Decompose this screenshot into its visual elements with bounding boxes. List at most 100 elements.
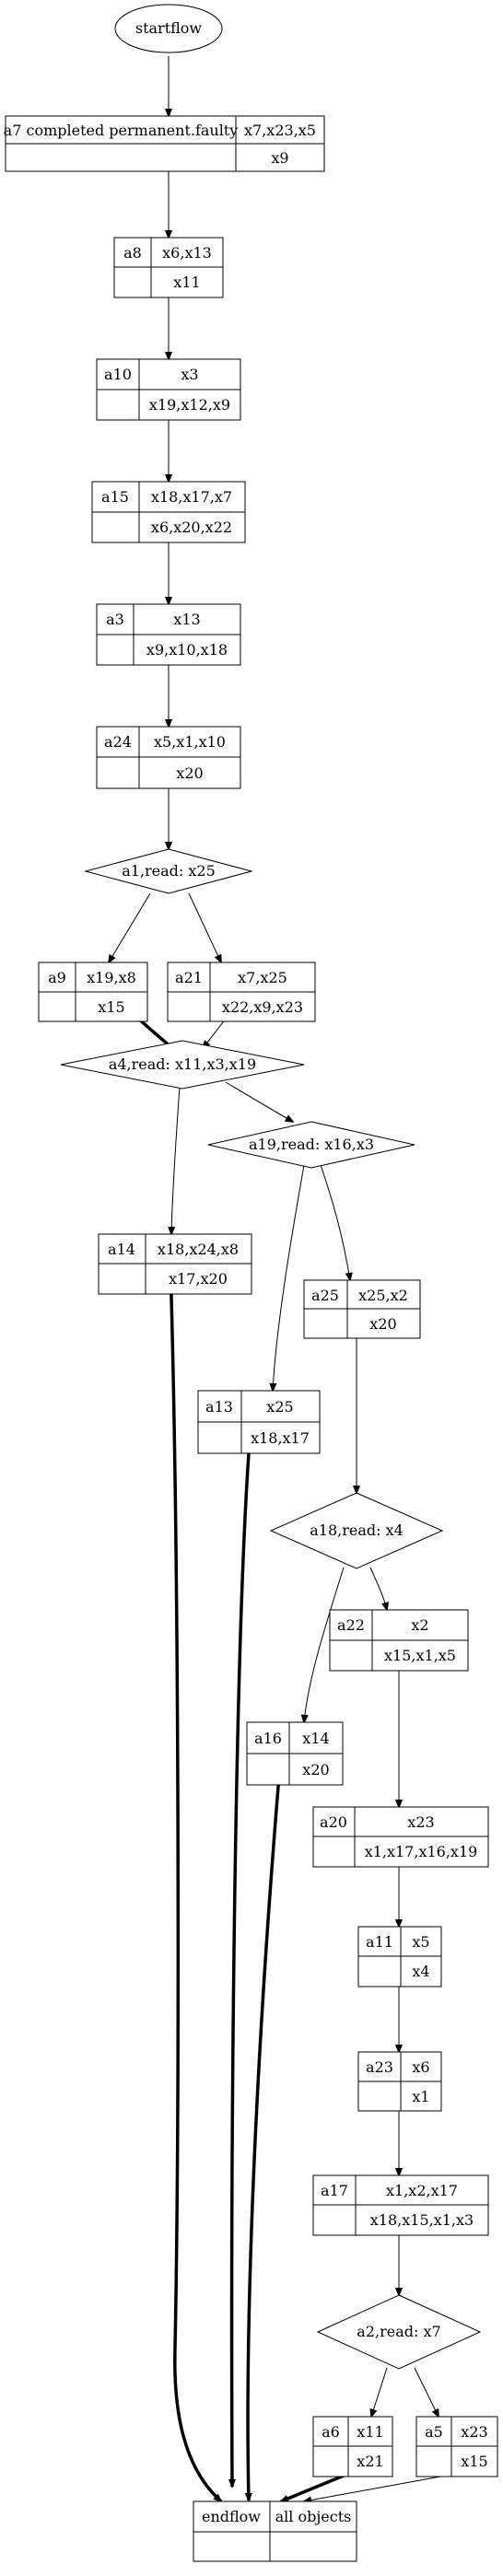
node-a11-read: x4: [412, 1963, 429, 1980]
node-a3: a3 x13 x9,x10,x18: [96, 603, 241, 666]
node-a16-write: x14: [302, 1730, 329, 1747]
node-a24-id: a24: [104, 733, 132, 751]
decision-a18: a18,read: x4: [269, 1492, 444, 1569]
node-a24-read: x20: [176, 764, 203, 782]
node-a14-write: x18,x24,x8: [158, 1241, 239, 1258]
node-a10-write: x3: [181, 366, 198, 383]
edge-a6-end: [281, 2472, 349, 2503]
start-ellipse: [114, 4, 223, 53]
node-a25-read: x20: [369, 1315, 396, 1333]
edge-a1-a21: [188, 892, 221, 962]
edge-a14-end: [169, 1265, 221, 2501]
node-a7-id: a7 completed permanent.faulty: [4, 122, 239, 139]
node-a16-id: a16: [254, 1730, 282, 1747]
node-a5: a5 x23 x15: [415, 2416, 498, 2477]
node-a8-id: a8: [123, 244, 142, 262]
decision-a19: a19,read: x16,x3: [207, 1121, 415, 1169]
edge-a13-end: [232, 1452, 251, 2487]
node-a15-id: a15: [101, 488, 129, 506]
node-a22: a22 x2 x15,x1,x5: [329, 1609, 469, 1672]
node-a3-read: x9,x10,x18: [146, 641, 228, 659]
node-a20: a20 x23 x1,x17,x16,x19: [312, 1806, 489, 1868]
node-a8-write: x6,x13: [162, 244, 212, 262]
edge-a19-a25: [320, 1164, 350, 1280]
node-a17-read: x18,x15,x1,x3: [370, 2211, 474, 2229]
node-a24: a24 x5,x1,x10 x20: [96, 726, 241, 789]
decision-a4-label: a4,read: x11,x3,x19: [109, 1055, 256, 1073]
edge-a16-end: [248, 1753, 283, 2500]
node-a20-write: x23: [407, 1813, 434, 1831]
node-a17: a17 x1,x2,x17 x18,x15,x1,x3: [312, 2174, 489, 2236]
node-a8: a8 x6,x13 x11: [113, 237, 224, 298]
node-a9-id: a9: [48, 969, 66, 986]
node-a13-id: a13: [205, 1398, 233, 1416]
end-node: endflow all objects: [193, 2500, 357, 2562]
node-a8-read: x11: [173, 274, 200, 291]
node-a7-write: x7,x23,x5: [244, 122, 316, 139]
edge-a2-a5: [414, 2367, 439, 2417]
node-a11: a11 x5 x4: [357, 1926, 442, 1987]
edge-a5-end: [304, 2476, 441, 2501]
node-a21: a21 x7,x25 x22,x9,x23: [167, 962, 316, 1022]
node-a23-read: x1: [412, 2088, 429, 2105]
edge-a18-a22: [369, 1567, 387, 1610]
node-a15-read: x6,x20,x22: [151, 519, 232, 536]
node-a5-write: x23: [461, 2423, 487, 2441]
node-a14-read: x17,x20: [169, 1270, 228, 1288]
edges: [104, 56, 441, 2503]
node-a13-read: x18,x17: [251, 1429, 310, 1447]
decision-a18-label: a18,read: x4: [310, 1521, 404, 1539]
decision-a19-label: a19,read: x16,x3: [249, 1136, 374, 1153]
node-a6: a6 x11 x21: [312, 2416, 393, 2477]
node-a22-read: x15,x1,x5: [384, 1647, 456, 1664]
node-a15-write: x18,x17,x7: [151, 488, 232, 506]
decision-a1: a1,read: x25: [84, 848, 253, 894]
node-a17-write: x1,x2,x17: [386, 2182, 458, 2199]
decision-a2-label: a2,read: x7: [357, 2323, 440, 2340]
node-a17-id: a17: [321, 2182, 348, 2199]
decision-a2: a2,read: x7: [316, 2294, 482, 2370]
node-a3-write: x13: [173, 611, 200, 628]
node-a14-id: a14: [108, 1241, 135, 1258]
node-a21-write: x7,x25: [238, 969, 287, 986]
node-a9: a9 x19,x8 x15: [38, 962, 148, 1022]
node-a24-write: x5,x1,x10: [154, 733, 226, 751]
node-a20-id: a20: [320, 1813, 347, 1831]
node-a6-write: x11: [357, 2423, 383, 2441]
node-a22-write: x2: [411, 1616, 428, 1634]
node-a10-read: x19,x12,x9: [149, 396, 230, 414]
node-a25-write: x25,x2: [358, 1287, 408, 1304]
node-a6-read: x21: [357, 2453, 383, 2470]
node-a5-read: x15: [461, 2453, 487, 2470]
end-objects: all objects: [275, 2508, 352, 2525]
decision-a1-label: a1,read: x25: [122, 862, 216, 880]
node-a25: a25 x25,x2 x20: [303, 1279, 421, 1339]
node-a5-id: a5: [425, 2423, 443, 2441]
node-a21-read: x22,x9,x23: [222, 998, 303, 1016]
start-label: startflow: [135, 19, 203, 37]
node-a11-id: a11: [366, 1933, 393, 1951]
end-label: endflow: [202, 2508, 261, 2525]
edge-a4-a19: [225, 1081, 293, 1122]
node-a23: a23 x6 x1: [357, 2051, 442, 2112]
node-a3-id: a3: [106, 611, 124, 628]
node-a10-id: a10: [104, 366, 132, 383]
node-a9-write: x19,x8: [87, 969, 136, 986]
node-a7: a7 completed permanent.faulty x7,x23,x5 …: [4, 115, 325, 172]
node-a9-read: x15: [98, 998, 124, 1016]
node-a21-id: a21: [175, 969, 203, 986]
decision-a4: a4,read: x11,x3,x19: [60, 1040, 305, 1090]
node-a25-id: a25: [311, 1287, 339, 1304]
node-a10: a10 x3 x19,x12,x9: [96, 358, 241, 421]
node-a16: a16 x14 x20: [246, 1721, 344, 1786]
node-a14: a14 x18,x24,x8 x17,x20: [98, 1233, 252, 1295]
node-a7-read: x9: [271, 149, 288, 167]
node-a13: a13 x25 x18,x17: [197, 1390, 321, 1454]
edge-a19-a13: [273, 1164, 305, 1391]
edge-a4-a14: [171, 1086, 181, 1234]
edge-a2-a6: [371, 2367, 388, 2417]
node-a22-id: a22: [337, 1616, 365, 1634]
node-a13-write: x25: [266, 1398, 293, 1416]
node-a20-read: x1,x17,x16,x19: [365, 1843, 478, 1860]
